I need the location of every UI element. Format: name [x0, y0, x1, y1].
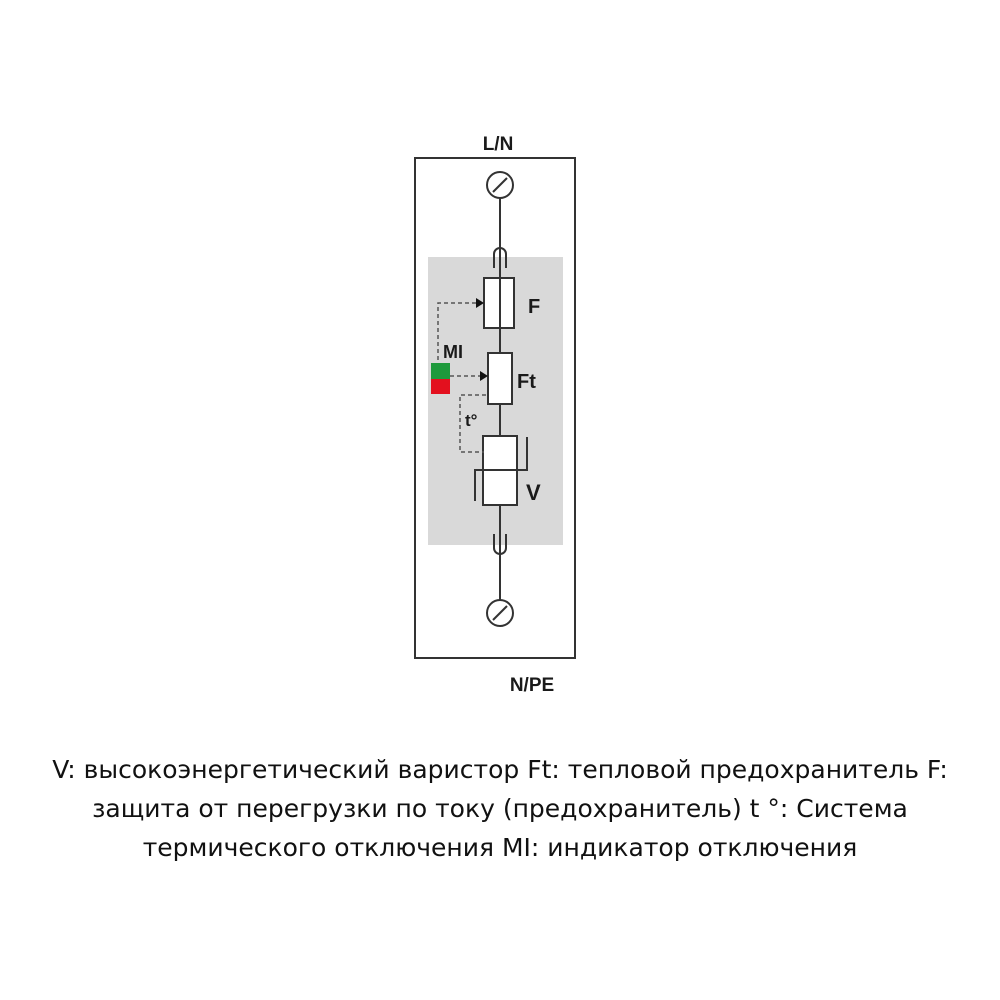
mechanical-link-lines — [437, 302, 486, 453]
bottom-plug-contact-icon — [493, 534, 507, 555]
fuse-symbol — [476, 277, 515, 329]
fuse-label: F — [528, 296, 540, 318]
indicator-ok-green — [431, 363, 450, 379]
varistor-label: V — [526, 480, 541, 505]
caption-line: V: высокоэнергетический варистор Ft: теп… — [52, 755, 948, 784]
thermal-fuse-symbol — [480, 352, 513, 405]
caption-line: термического отключения MI: индикатор от… — [142, 833, 858, 862]
legend-caption: V: высокоэнергетический варистор Ft: теп… — [0, 750, 1000, 867]
thermal-disconnect-label: t° — [465, 411, 478, 430]
indicator-label: MI — [443, 342, 463, 362]
top-terminal-label: L/N — [483, 134, 514, 155]
top-plug-contact-icon — [493, 247, 507, 268]
thermal-fuse-label: Ft — [517, 371, 536, 393]
bottom-terminal-screw-icon — [486, 599, 514, 627]
varistor-symbol — [474, 435, 528, 506]
bottom-terminal-label: N/PE — [510, 675, 554, 696]
indicator-fault-red — [431, 379, 450, 394]
caption-line: защита от перегрузки по току (предохрани… — [92, 794, 908, 823]
top-terminal-screw-icon — [486, 171, 514, 199]
